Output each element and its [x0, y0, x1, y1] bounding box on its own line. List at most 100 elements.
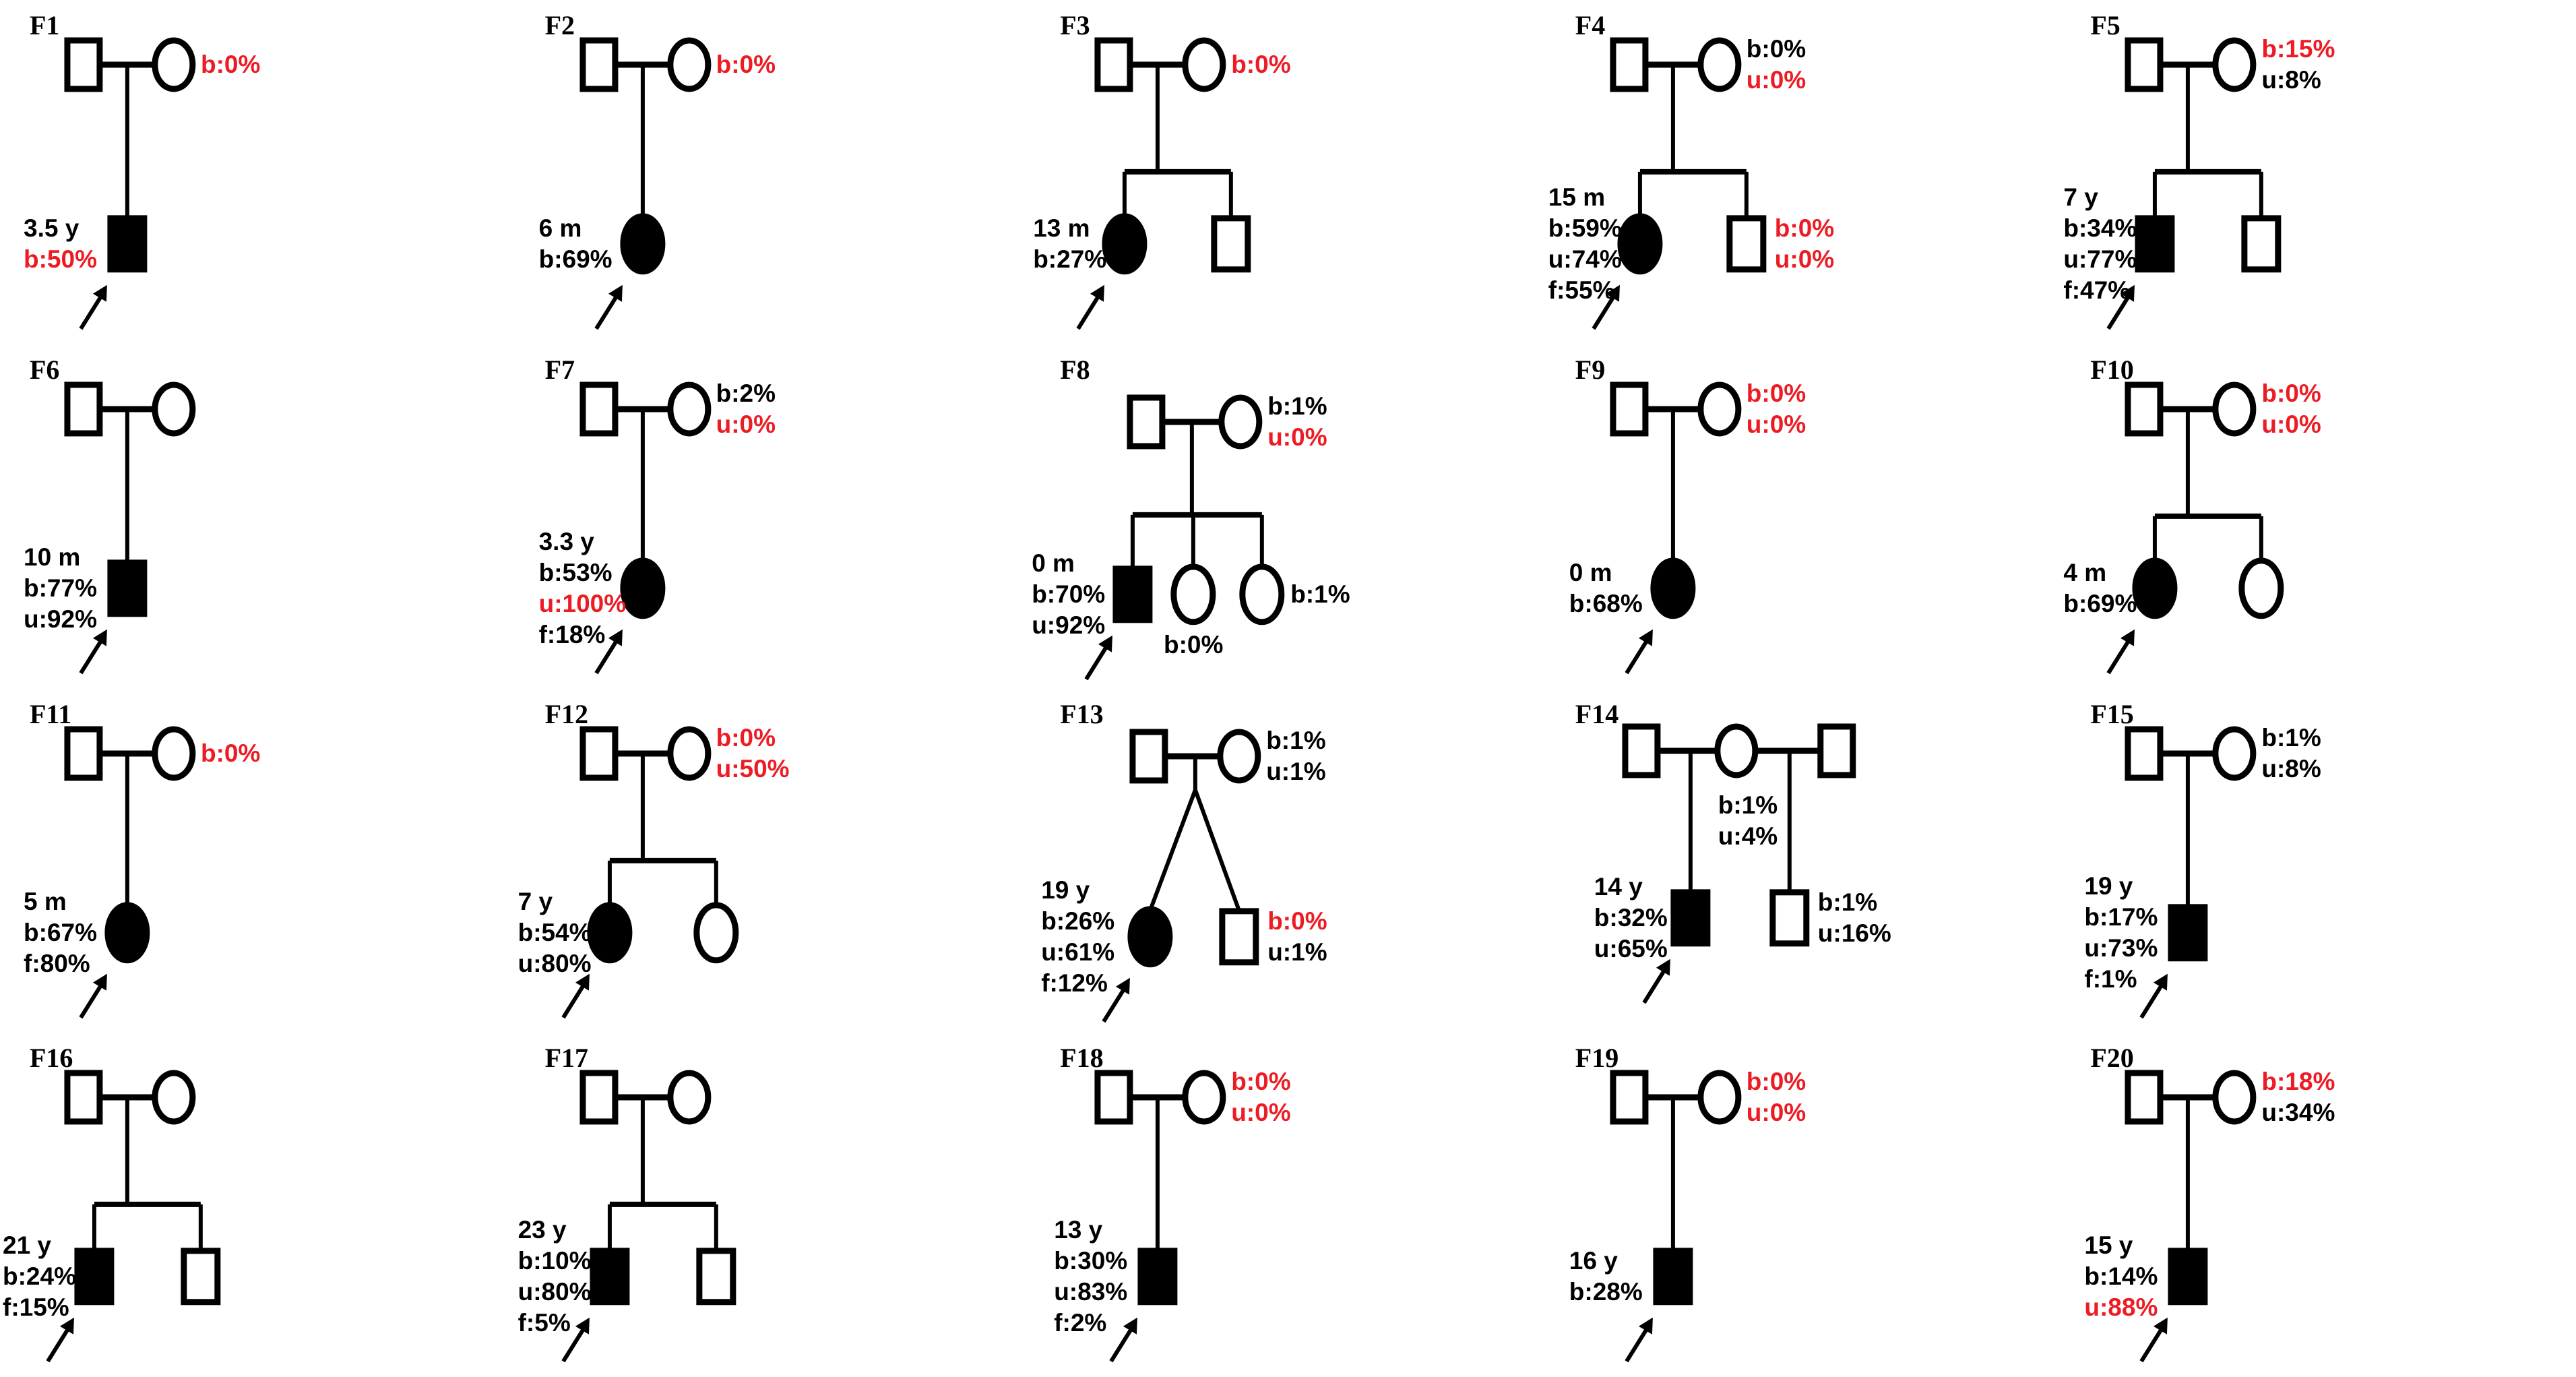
mother-label: b:1%u:1% [1266, 725, 1325, 787]
proband-arrow-head [1605, 284, 1620, 302]
family-id-label: F13 [1060, 698, 1104, 729]
pedigree-diagram [1592, 37, 1767, 330]
proband-arrow-head [59, 1318, 74, 1335]
label-line: u:0% [1746, 410, 1807, 438]
label-line: b:77% [24, 574, 97, 602]
mother-label: b:0%u:50% [716, 723, 790, 785]
father-symbol [64, 1070, 103, 1125]
family-id-label: F6 [30, 354, 60, 385]
label-line: 7 y [517, 887, 553, 915]
proband-arrow-icon [1642, 958, 1670, 1004]
proband-arrow-icon [594, 629, 623, 675]
label-line: b:69% [2063, 589, 2137, 617]
label-line: 13 y [1054, 1216, 1103, 1244]
mother-symbol [1218, 394, 1263, 450]
label-line: u:61% [1041, 938, 1115, 966]
mother-symbol [152, 381, 196, 437]
label-line: b:10% [517, 1247, 592, 1275]
mother-symbol [1697, 37, 1742, 92]
proband-arrow-head [1656, 958, 1670, 976]
proband-arrow-shaft [1109, 1328, 1133, 1363]
proband-arrow-icon [2106, 284, 2135, 330]
proband-arrow-head [92, 284, 107, 302]
father-symbol [1622, 723, 1661, 778]
label-line: b:17% [2084, 902, 2158, 931]
sibling-symbol [1239, 563, 1285, 625]
label-line: b:1% [1718, 791, 1778, 819]
mother-label: b:1%u:4% [1718, 790, 1778, 852]
proband-arrow-icon [79, 284, 107, 330]
sibling-symbol [2238, 557, 2284, 619]
twin-line [1148, 789, 1197, 911]
proband-arrow-head [608, 629, 623, 646]
family-id-label: F7 [544, 354, 575, 385]
family-id-label: F17 [544, 1043, 589, 1074]
mother-symbol [2212, 37, 2257, 92]
label-line: 4 m [2063, 558, 2107, 586]
father-symbol [64, 725, 103, 781]
sibling-symbol [695, 1248, 736, 1306]
label-line: b:1% [1817, 888, 1878, 916]
family-id-label: F12 [544, 698, 589, 729]
father-symbol [579, 725, 619, 781]
pedigree-diagram [1102, 728, 1261, 1022]
father-symbol [579, 381, 619, 437]
proband-symbol [1617, 213, 1663, 275]
father-symbol [579, 37, 619, 92]
family-id-label: F15 [2090, 698, 2134, 729]
label-line: b:0% [1231, 51, 1291, 78]
sibling-label: b:0%u:1% [1267, 906, 1327, 968]
label-line: f:55% [1548, 276, 1615, 304]
proband-symbol [1127, 905, 1173, 967]
proband-symbol [74, 1248, 115, 1306]
proband-arrow-head [1090, 284, 1105, 302]
label-line: u:1% [1267, 938, 1327, 966]
family-id-label: F14 [1575, 698, 1619, 729]
sibling-label: b:1%u:16% [1818, 887, 1891, 949]
label-line: b:34% [2063, 214, 2137, 242]
label-line: f:1% [2084, 965, 2137, 993]
proband-arrow-shaft [79, 295, 103, 330]
label-line: b:1% [1267, 392, 1327, 420]
label-line: 3.3 y [538, 527, 594, 555]
family-id-label: F3 [1060, 10, 1090, 40]
label-line: b:1% [1290, 580, 1350, 608]
pedigree-diagram [1622, 723, 1856, 1004]
proband-arrow-icon [561, 973, 590, 1018]
mother-label: b:1%u:0% [1267, 391, 1327, 453]
father-symbol [2125, 725, 2164, 781]
proband-arrow-shaft [1625, 639, 1649, 675]
label-line: f:2% [1054, 1309, 1107, 1337]
label-line: b:0% [716, 723, 776, 752]
proband-arrow-icon [1109, 1318, 1138, 1363]
proband-arrow-shaft [79, 639, 103, 675]
pedigree-diagram [579, 37, 711, 330]
proband-symbol [590, 1248, 630, 1306]
label-line: 19 y [2084, 871, 2133, 900]
proband-arrow-head [575, 1318, 590, 1335]
pedigree-diagram [2125, 725, 2257, 1018]
pedigree-diagram [1094, 1070, 1226, 1363]
proband-arrow-head [1116, 977, 1131, 995]
proband-arrow-icon [79, 973, 107, 1018]
proband-arrow-icon [1084, 635, 1113, 681]
label-line: b:0% [1746, 1068, 1807, 1096]
proband-arrow-head [1638, 1318, 1653, 1335]
family-id-label: F9 [1575, 354, 1606, 385]
pedigree-diagram [64, 725, 196, 1018]
label-line: u:74% [1548, 245, 1622, 273]
proband-arrow-shaft [1084, 645, 1108, 681]
proband-arrow-head [92, 973, 107, 991]
label-line: f:15% [3, 1293, 69, 1322]
label-line: u:0% [716, 410, 776, 438]
mother-symbol [2212, 725, 2257, 781]
proband-symbol [1653, 1248, 1693, 1306]
